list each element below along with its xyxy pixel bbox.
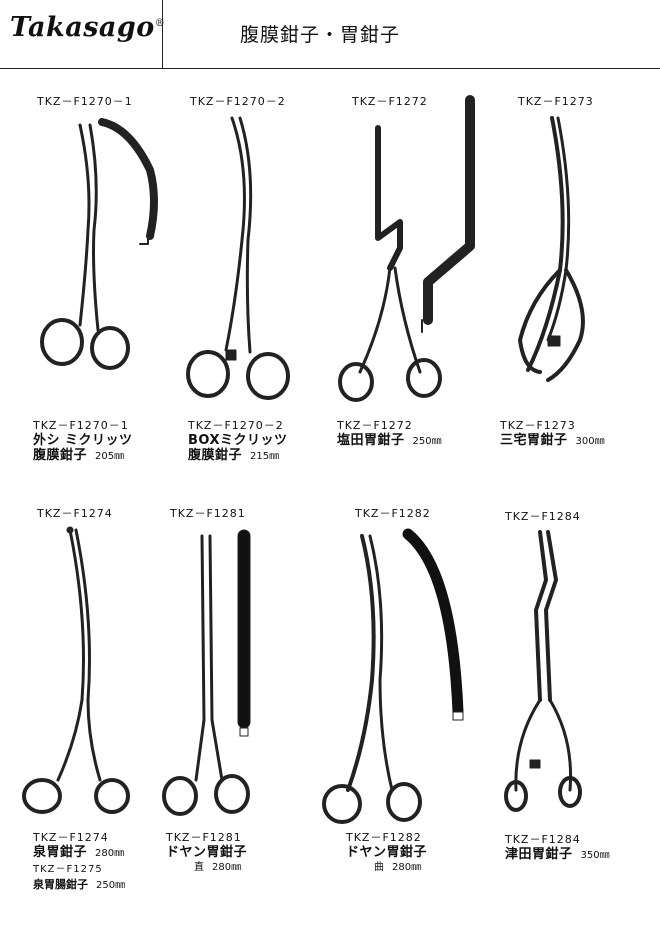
caption-size: 300㎜ — [575, 436, 605, 447]
caption-code: TKZ－F1284 — [505, 833, 581, 846]
caption-name-text: 三宅胃鉗子 — [500, 433, 568, 448]
caption-size: 280㎜ — [95, 848, 125, 859]
forceps-illustration — [518, 116, 585, 382]
product-caption: TKZ－F1281 ドヤン胃鉗子 直 280㎜ — [166, 830, 247, 875]
page-header: Takasago® 腹膜鉗子・胃鉗子 — [0, 0, 660, 68]
caption-name-text: 塩田胃鉗子 — [337, 433, 405, 448]
caption-name-text: 腹膜鉗子 — [33, 448, 88, 463]
caption-name-line: 津田胃鉗子 350㎜ — [505, 847, 610, 863]
caption-size: 350㎜ — [580, 850, 610, 861]
caption-name-text: 泉胃鉗子 — [33, 845, 88, 860]
caption-size: 280㎜ — [212, 862, 242, 873]
caption-code: TKZ－F1272 — [337, 419, 413, 432]
product-code-label: TKZ－F1284 — [505, 510, 581, 523]
product-code-label: TKZ－F1272 — [352, 95, 428, 108]
logo-text: Takasago — [10, 12, 155, 43]
caption-name: 外シ ミクリッツ — [33, 433, 133, 448]
caption-name-line: 塩田胃鉗子 250㎜ — [337, 433, 442, 449]
caption-code: TKZ－F1273 — [500, 419, 576, 432]
caption-code: TKZ－F1281 — [166, 831, 242, 844]
caption-name-line2: 腹膜鉗子 215㎜ — [188, 448, 288, 464]
caption-size: 205㎜ — [95, 451, 125, 462]
product-code-label: TKZ－F1273 — [518, 95, 594, 108]
product-caption: TKZ－F1270－1 外シ ミクリッツ 腹膜鉗子 205㎜ — [33, 418, 133, 464]
product-caption: TKZ－F1274 泉胃鉗子 280㎜ TKZ－F1275 泉胃腸鉗子 250㎜ — [33, 830, 125, 893]
product-caption: TKZ－F1273 三宅胃鉗子 300㎜ — [500, 418, 605, 449]
forceps-illustration — [186, 116, 290, 400]
caption-variant: 曲 — [374, 862, 384, 873]
caption-code-secondary: TKZ－F1275 — [33, 864, 103, 875]
forceps-illustration — [162, 529, 251, 816]
caption-size: 215㎜ — [250, 451, 280, 462]
caption-code: TKZ－F1270－1 — [33, 419, 129, 432]
caption-name-text: 津田胃鉗子 — [505, 847, 573, 862]
forceps-illustration — [40, 118, 158, 370]
caption-size: 280㎜ — [392, 862, 422, 873]
product-code-label: TKZ－F1281 — [170, 507, 246, 520]
product-caption: TKZ－F1282 ドヤン胃鉗子 曲 280㎜ — [346, 830, 427, 875]
caption-name: ドヤン胃鉗子 — [346, 845, 428, 860]
caption-name-line: 三宅胃鉗子 300㎜ — [500, 433, 605, 449]
product-code-label: TKZ－F1282 — [355, 507, 431, 520]
caption-code: TKZ－F1270－2 — [188, 419, 284, 432]
product-caption: TKZ－F1284 津田胃鉗子 350㎜ — [505, 832, 610, 863]
caption-variant: 直 — [194, 862, 204, 873]
product-code-label: TKZ－F1270－2 — [190, 95, 286, 108]
caption-variant-line: 直 280㎜ — [166, 860, 247, 875]
registered-mark: ® — [154, 18, 166, 29]
product-caption: TKZ－F1272 塩田胃鉗子 250㎜ — [337, 418, 442, 449]
forceps-illustration — [504, 530, 582, 812]
caption-size-secondary: 250㎜ — [96, 880, 126, 891]
caption-variant-line: 曲 280㎜ — [346, 860, 427, 875]
brand-logo: Takasago® — [10, 12, 165, 43]
forceps-illustration — [338, 95, 475, 402]
header-divider-vertical — [162, 0, 163, 68]
caption-name-secondary-line: 泉胃腸鉗子 250㎜ — [33, 877, 125, 893]
caption-name: BOXミクリッツ — [188, 433, 288, 448]
caption-name: ドヤン胃鉗子 — [166, 845, 248, 860]
caption-name-secondary: 泉胃腸鉗子 — [33, 878, 88, 891]
caption-code: TKZ－F1282 — [346, 831, 422, 844]
caption-name-line: 泉胃鉗子 280㎜ — [33, 845, 125, 861]
header-divider-horizontal — [0, 68, 660, 69]
caption-name-text: 腹膜鉗子 — [188, 448, 243, 463]
caption-size: 250㎜ — [412, 436, 442, 447]
caption-code: TKZ－F1274 — [33, 831, 109, 844]
page-title: 腹膜鉗子・胃鉗子 — [240, 24, 401, 46]
forceps-illustration — [322, 528, 464, 824]
product-code-label: TKZ－F1270－1 — [37, 95, 133, 108]
forceps-illustration — [22, 526, 130, 814]
product-code-label: TKZ－F1274 — [37, 507, 113, 520]
product-caption: TKZ－F1270－2 BOXミクリッツ 腹膜鉗子 215㎜ — [188, 418, 288, 464]
caption-name-line2: 腹膜鉗子 205㎜ — [33, 448, 133, 464]
